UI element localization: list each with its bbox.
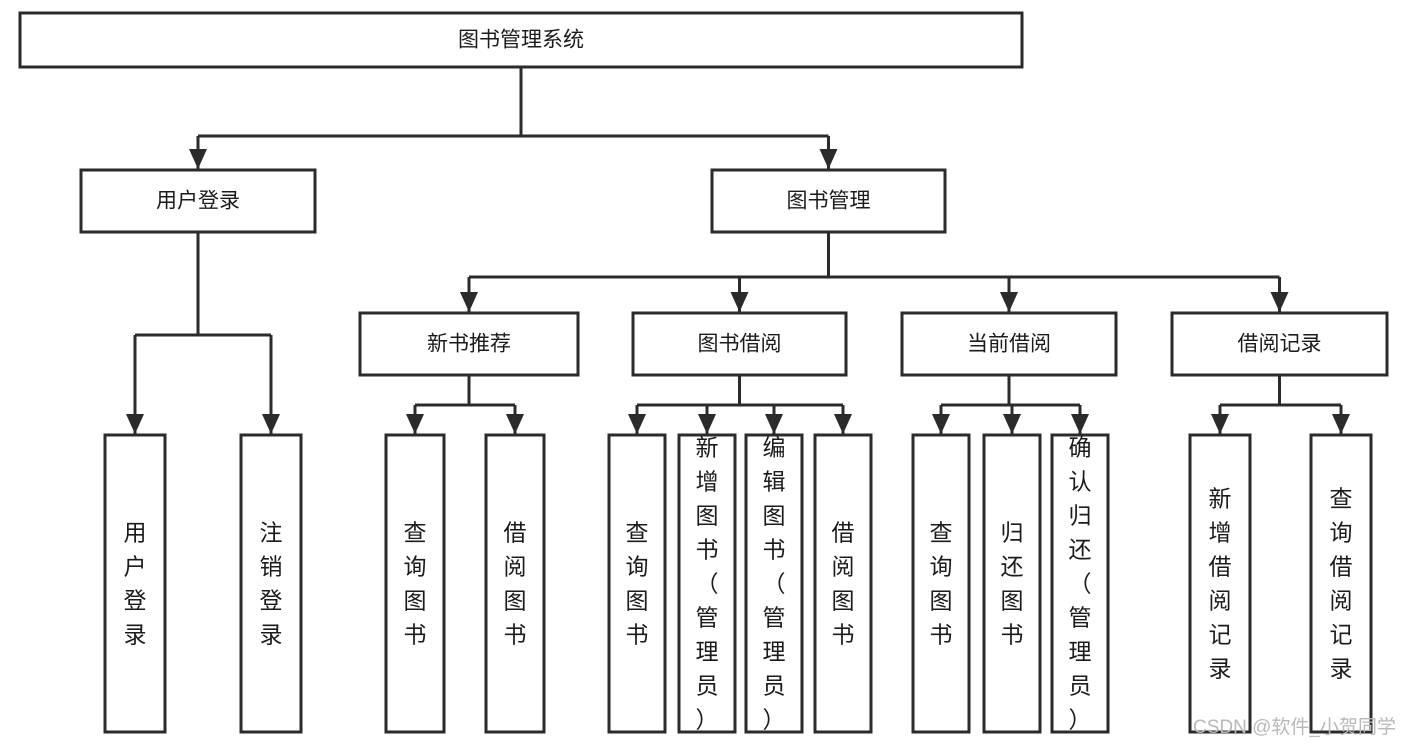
node-label-current-borrow: 当前借阅 [967,333,1051,356]
node-label-leaf-user-login: 用户登录 [124,520,147,648]
node-leaf-confirm-return-admin[interactable]: 确认归还（管理员） [1050,433,1110,734]
node-box-leaf-query-book-rec [384,433,446,734]
node-box-leaf-add-book-admin [677,433,737,734]
node-leaf-query-book-current[interactable]: 查询图书 [911,433,971,734]
node-leaf-logout[interactable]: 注销登录 [239,433,303,734]
node-box-leaf-user-login [103,433,167,734]
node-label-book-borrow: 图书借阅 [698,333,782,356]
book-manage-arrow-2 [1000,292,1018,312]
node-box-leaf-edit-book-admin [744,433,804,734]
new-book-rec-leaf-arrow-1 [506,414,524,434]
node-root[interactable]: 图书管理系统 [18,11,1024,69]
node-leaf-borrow-book[interactable]: 借阅图书 [813,433,873,734]
node-label-leaf-query-book-rec: 查询图书 [404,520,427,648]
node-leaf-query-book-borrow[interactable]: 查询图书 [607,433,667,734]
node-box-user-login [79,168,317,234]
node-box-borrow-record [1170,311,1389,377]
node-user-login[interactable]: 用户登录 [79,168,317,234]
node-label-leaf-logout: 注销登录 [260,520,283,648]
book-manage-arrow-0 [460,292,478,312]
node-leaf-add-book-admin[interactable]: 新增图书（管理员） [677,433,737,734]
book-manage-arrow-1 [730,292,749,312]
node-leaf-user-login[interactable]: 用户登录 [103,433,167,734]
node-new-book-rec[interactable]: 新书推荐 [358,311,580,377]
node-label-leaf-query-borrow-record: 查询借阅记录 [1330,486,1353,682]
node-current-borrow[interactable]: 当前借阅 [900,311,1118,377]
book-borrow-leaf-arrow-1 [698,414,716,434]
new-book-rec-leaf-arrow-0 [406,414,424,434]
current-borrow-leaf-arrow-0 [932,414,950,434]
node-label-root: 图书管理系统 [458,29,584,52]
user-login-leaf-arrow-0 [126,414,144,434]
node-box-leaf-query-book-borrow [607,433,667,734]
node-box-leaf-confirm-return-admin [1050,433,1110,734]
node-label-leaf-query-book-borrow: 查询图书 [626,520,649,648]
node-box-current-borrow [900,311,1118,377]
node-label-new-book-rec: 新书推荐 [427,333,511,356]
borrow-record-leaf-arrow-0 [1211,414,1229,434]
node-box-leaf-borrow-book [813,433,873,734]
node-label-leaf-add-book-admin: 新增图书（管理员） [696,435,719,733]
node-box-new-book-rec [358,311,580,377]
node-book-borrow[interactable]: 图书借阅 [631,311,848,377]
node-borrow-record[interactable]: 借阅记录 [1170,311,1389,377]
user-login-leaf-arrow-1 [262,414,280,434]
current-borrow-leaf-arrow-2 [1071,414,1089,434]
node-box-leaf-add-borrow-record [1188,433,1252,734]
node-book-manage[interactable]: 图书管理 [710,168,947,234]
node-label-leaf-confirm-return-admin: 确认归还（管理员） [1069,435,1092,733]
node-label-borrow-record: 借阅记录 [1238,333,1322,356]
node-box-leaf-borrow-book-rec [484,433,546,734]
node-leaf-edit-book-admin[interactable]: 编辑图书（管理员） [744,433,804,734]
connectors-layer [126,67,1350,434]
root-arrow-0 [189,149,207,169]
node-label-leaf-edit-book-admin: 编辑图书（管理员） [763,435,786,733]
node-box-leaf-query-borrow-record [1309,433,1373,734]
node-leaf-return-book[interactable]: 归还图书 [982,433,1042,734]
node-label-leaf-return-book: 归还图书 [1001,520,1024,648]
node-box-leaf-query-book-current [911,433,971,734]
node-label-leaf-borrow-book-rec: 借阅图书 [504,520,527,648]
book-borrow-leaf-arrow-2 [765,414,783,434]
nodes-layer: 图书管理系统用户登录图书管理新书推荐图书借阅当前借阅借阅记录用户登录注销登录查询… [18,11,1389,734]
node-box-leaf-return-book [982,433,1042,734]
node-label-book-manage: 图书管理 [787,190,871,213]
node-label-user-login: 用户登录 [156,190,240,213]
book-borrow-leaf-arrow-3 [834,414,852,434]
node-label-leaf-query-book-current: 查询图书 [930,520,953,648]
borrow-record-leaf-arrow-1 [1332,414,1350,434]
current-borrow-leaf-arrow-1 [1003,414,1021,434]
node-leaf-add-borrow-record[interactable]: 新增借阅记录 [1188,433,1252,734]
csdn-watermark: CSDN @软件_小贺同学 [1193,716,1396,738]
node-box-root [18,11,1024,69]
node-box-book-borrow [631,311,848,377]
node-box-leaf-logout [239,433,303,734]
node-label-leaf-add-borrow-record: 新增借阅记录 [1209,486,1232,682]
node-leaf-query-borrow-record[interactable]: 查询借阅记录 [1309,433,1373,734]
node-leaf-borrow-book-rec[interactable]: 借阅图书 [484,433,546,734]
root-arrow-1 [819,149,838,169]
book-borrow-leaf-arrow-0 [628,414,646,434]
node-box-book-manage [710,168,947,234]
node-label-leaf-borrow-book: 借阅图书 [832,520,855,648]
node-leaf-query-book-rec[interactable]: 查询图书 [384,433,446,734]
book-manage-arrow-3 [1270,292,1289,312]
